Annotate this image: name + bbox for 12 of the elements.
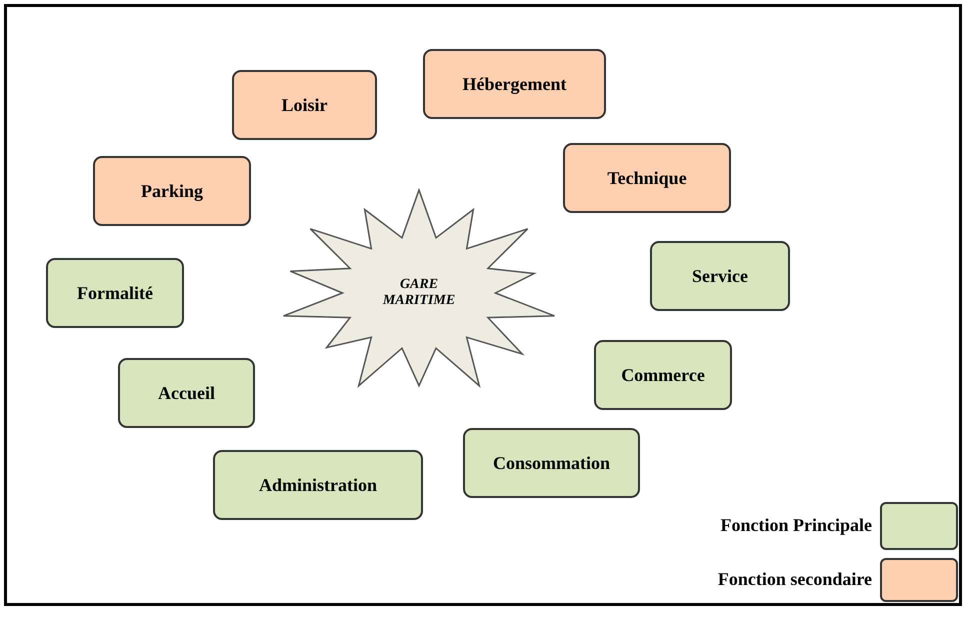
function-box: Consommation: [463, 428, 640, 498]
function-box: Formalité: [46, 258, 184, 328]
legend-label: Fonction Principale: [720, 515, 872, 536]
function-box: Administration: [213, 450, 423, 520]
function-box: Parking: [93, 156, 251, 226]
function-box: Loisir: [232, 70, 377, 140]
function-box: Technique: [563, 143, 731, 213]
function-box: Service: [650, 241, 790, 311]
function-box: Hébergement: [423, 49, 606, 119]
legend-label: Fonction secondaire: [718, 569, 872, 590]
function-box: Commerce: [594, 340, 732, 410]
function-box: Accueil: [118, 358, 255, 428]
